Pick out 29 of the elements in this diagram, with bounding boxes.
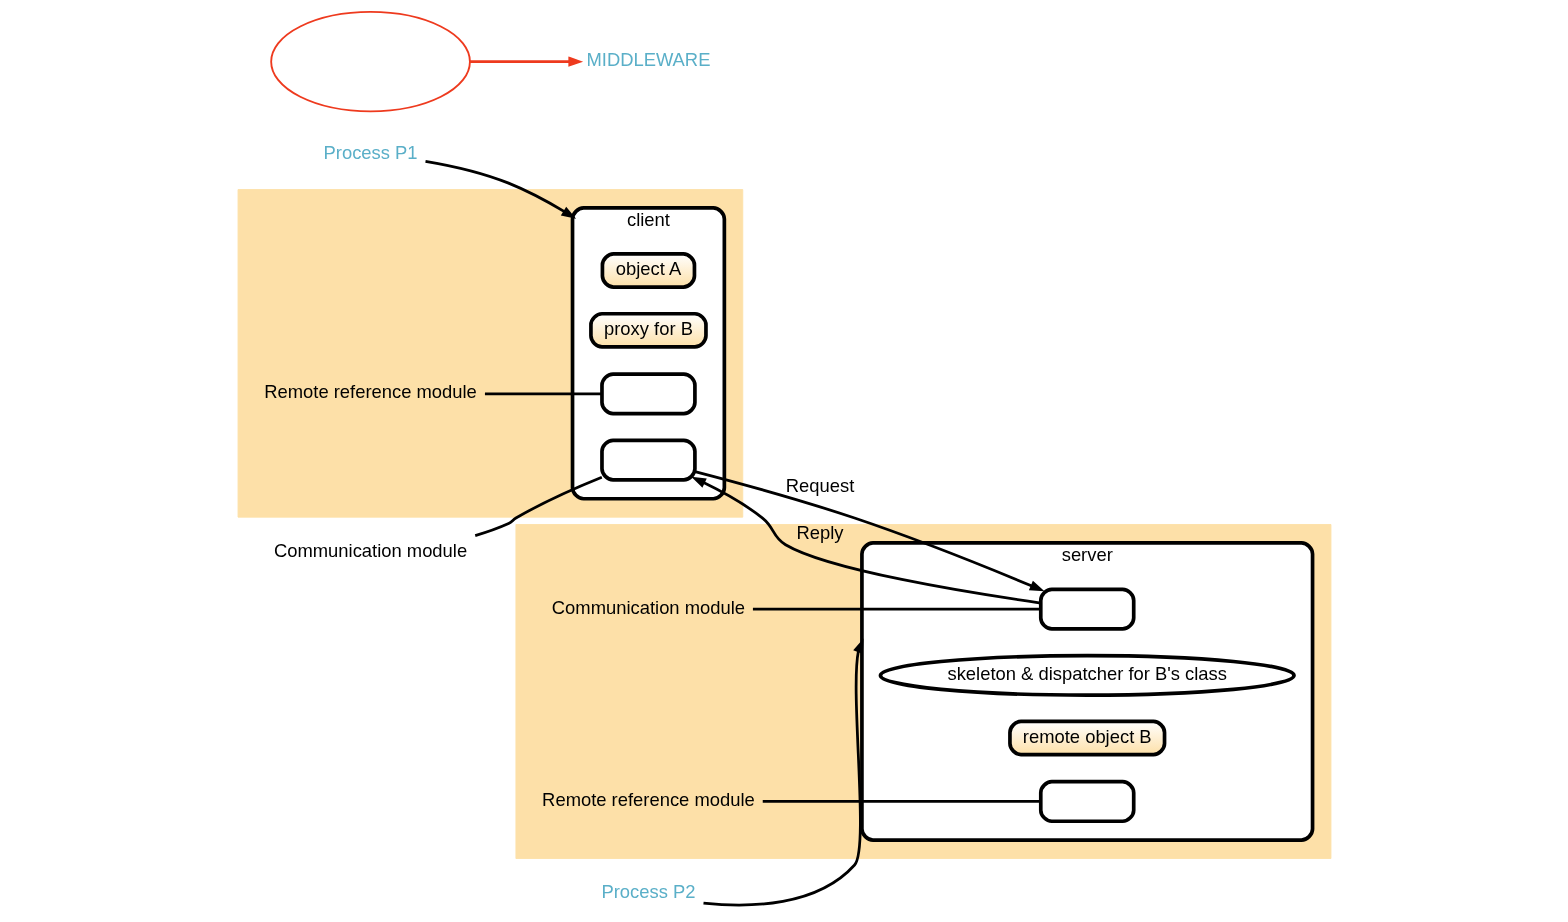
node-text: MIDDLEWARE [585, 49, 710, 71]
node-box: proxy for B [588, 311, 708, 349]
arrow [702, 638, 863, 907]
node-box [1038, 779, 1136, 824]
node-text: Process P2 [600, 881, 695, 903]
connector [762, 800, 1041, 803]
node-text: Communication module [551, 596, 745, 618]
arrow [469, 56, 583, 67]
arrow [424, 159, 576, 219]
connector [474, 475, 602, 537]
cluster [515, 524, 1331, 859]
node-text: Communication module [273, 539, 467, 561]
node-box [599, 438, 697, 482]
node-box: remote object B [1007, 719, 1166, 757]
node-box [1038, 587, 1136, 631]
node-ellipse [269, 11, 471, 113]
edge-label: Request [785, 475, 854, 497]
connector [752, 607, 1041, 611]
node-text: Remote reference module [541, 789, 755, 811]
node-text: Process P1 [323, 142, 418, 164]
arrow [694, 470, 1044, 592]
node-box: object A [600, 252, 696, 289]
connector [484, 392, 602, 396]
node-box [599, 372, 697, 416]
arrow [690, 476, 1041, 605]
edge-label: Reply [796, 522, 844, 544]
node-ellipse: skeleton & dispatcher for B's class [878, 653, 1296, 697]
cluster [237, 189, 743, 518]
node-text: Remote reference module [263, 381, 477, 403]
